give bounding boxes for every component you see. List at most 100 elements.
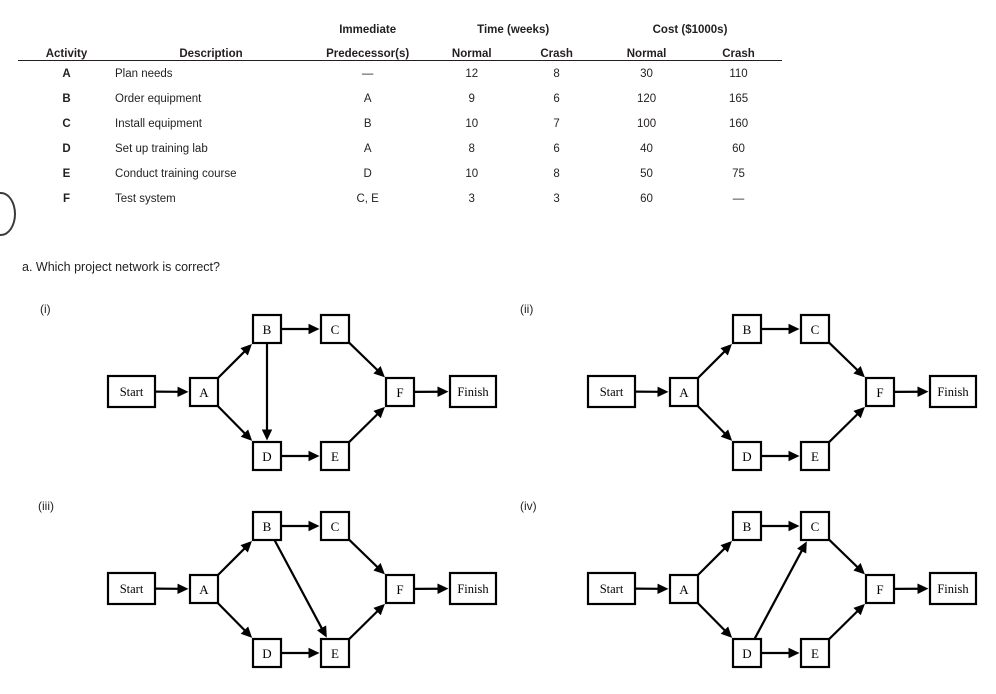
arrowhead-icon xyxy=(437,386,449,397)
network-node-d: D xyxy=(251,637,283,669)
cell-cost-normal: 60 xyxy=(640,192,653,205)
header-group-time: Time (weeks) xyxy=(477,23,550,36)
node-label: F xyxy=(396,582,403,597)
cell-description: Plan needs xyxy=(115,67,173,80)
column-header-description: Description xyxy=(179,47,243,60)
node-box xyxy=(384,573,416,605)
node-label: Finish xyxy=(937,385,969,399)
edge-C-to-F xyxy=(828,538,865,575)
arrowhead-icon xyxy=(797,541,807,554)
cell-activity: E xyxy=(62,167,71,180)
network-node-start: Start xyxy=(106,571,157,606)
network-node-a: A xyxy=(668,376,700,408)
edge-A-to-D xyxy=(696,405,733,441)
network-node-a: A xyxy=(668,573,700,605)
edge-D-to-E xyxy=(281,647,320,659)
network-node-e: E xyxy=(799,637,831,669)
network-node-b: B xyxy=(731,313,763,345)
edge-F-to-Finish xyxy=(413,386,449,397)
header-group-blank-description xyxy=(115,12,307,36)
node-box xyxy=(799,440,831,472)
node-box xyxy=(106,374,157,409)
arrowhead-icon xyxy=(657,583,669,595)
network-node-d: D xyxy=(731,637,763,669)
cell-cost-crash: 60 xyxy=(732,142,745,155)
node-box xyxy=(106,571,157,606)
arrowhead-icon xyxy=(373,406,385,419)
cell-time-normal: 3 xyxy=(468,192,475,205)
table-column-header-row: Activity Description Predecessor(s) Norm… xyxy=(18,36,782,60)
column-header-predecessors: Predecessor(s) xyxy=(326,47,410,60)
node-box xyxy=(799,313,831,345)
edge-Start-to-A xyxy=(634,583,669,595)
node-label: E xyxy=(811,646,819,661)
node-box xyxy=(188,573,220,605)
network-node-finish: Finish xyxy=(928,571,978,606)
edge-B-to-E xyxy=(273,539,327,638)
arrowhead-icon xyxy=(308,323,320,335)
edge-C-to-F xyxy=(348,538,385,575)
network-node-start: Start xyxy=(586,571,637,606)
node-label: D xyxy=(262,449,271,464)
header-group-cost: Cost ($1000s) xyxy=(652,23,728,36)
scan-artifact xyxy=(0,192,16,236)
node-label: Finish xyxy=(457,385,489,399)
activity-table: Immediate Time (weeks) Cost ($1000s) Act… xyxy=(18,12,782,211)
edge-A-to-B xyxy=(217,541,252,576)
node-box xyxy=(319,637,351,669)
node-label: C xyxy=(811,322,820,337)
cell-activity: F xyxy=(62,192,71,205)
arrowhead-icon xyxy=(853,365,865,378)
arrowhead-icon xyxy=(240,626,253,638)
node-box xyxy=(864,573,896,605)
node-box xyxy=(251,440,283,472)
node-box xyxy=(384,376,416,408)
edge-B-to-D xyxy=(261,343,273,441)
node-box xyxy=(251,313,283,345)
network-node-finish: Finish xyxy=(448,571,498,606)
edge-E-to-F xyxy=(828,603,865,641)
edge-F-to-Finish xyxy=(413,583,449,594)
edge-B-to-C xyxy=(281,323,320,335)
node-box xyxy=(251,510,283,542)
node-box xyxy=(251,637,283,669)
node-label: E xyxy=(811,449,819,464)
cell-cost-crash: 75 xyxy=(732,167,745,180)
table-header: Immediate Time (weeks) Cost ($1000s) Act… xyxy=(18,12,782,61)
arrowhead-icon xyxy=(788,647,800,659)
edge-F-to-Finish xyxy=(893,583,929,594)
network-node-c: C xyxy=(799,510,831,542)
cell-cost-normal: 40 xyxy=(640,142,653,155)
cell-description: Test system xyxy=(115,192,176,205)
cell-description: Conduct training course xyxy=(115,167,237,180)
table-header-rule xyxy=(18,60,782,61)
node-box xyxy=(668,573,700,605)
cell-predecessors: D xyxy=(363,167,372,180)
cell-description: Order equipment xyxy=(115,92,202,105)
edge-F-to-Finish xyxy=(893,386,929,397)
network-node-e: E xyxy=(319,440,351,472)
edge-A-to-D xyxy=(216,405,253,441)
network-node-a: A xyxy=(188,573,220,605)
edge-Start-to-A xyxy=(634,386,669,398)
arrowhead-icon xyxy=(788,450,800,462)
cell-cost-normal: 50 xyxy=(640,167,653,180)
edge-A-to-B xyxy=(697,344,732,379)
network-label-3: (iii) xyxy=(38,499,54,513)
node-box xyxy=(586,571,637,606)
cell-time-normal: 12 xyxy=(465,67,479,80)
node-label: A xyxy=(679,582,689,597)
node-label: B xyxy=(743,519,752,534)
question-text: a. Which project network is correct? xyxy=(22,260,220,274)
cell-cost-normal: 120 xyxy=(636,92,657,105)
network-node-b: B xyxy=(251,313,283,345)
node-box xyxy=(319,313,351,345)
network-node-f: F xyxy=(384,376,416,408)
cell-description: Install equipment xyxy=(115,117,202,130)
arrowhead-icon xyxy=(373,562,385,575)
node-box xyxy=(319,440,351,472)
node-label: B xyxy=(743,322,752,337)
table-header-group-row: Immediate Time (weeks) Cost ($1000s) xyxy=(18,12,782,36)
